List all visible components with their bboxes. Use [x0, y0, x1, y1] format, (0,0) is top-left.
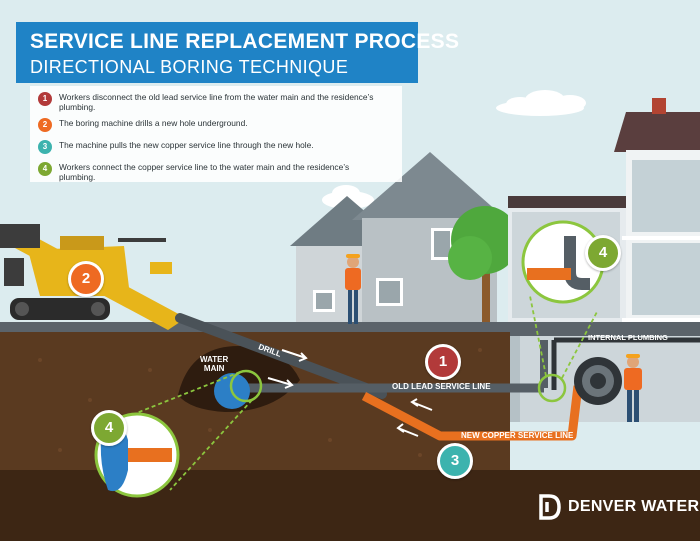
denver-water-logo-icon — [539, 494, 561, 520]
page-subtitle: DIRECTIONAL BORING TECHNIQUE — [30, 57, 349, 77]
zoom-house-connection — [521, 220, 605, 304]
direction-arrows — [267, 349, 433, 437]
step-number-badge: 4 — [38, 162, 52, 176]
step-badge-3: 3 — [437, 443, 473, 479]
cloud-icon — [496, 90, 586, 116]
step-number-badge: 3 — [38, 140, 52, 154]
list-item: 3 The machine pulls the new copper servi… — [38, 140, 377, 154]
step-text: The machine pulls the new copper service… — [59, 140, 314, 150]
step-number-badge: 2 — [38, 118, 52, 132]
drill-rod — [175, 313, 387, 399]
list-item: 2 The boring machine drills a new hole u… — [38, 118, 377, 132]
list-item: 1 Workers disconnect the old lead servic… — [38, 92, 377, 112]
steps-list: 1 Workers disconnect the old lead servic… — [30, 86, 402, 182]
new-copper-service-line — [361, 385, 583, 441]
worker-icon — [624, 354, 642, 422]
step-badge-4-house: 4 — [585, 235, 621, 271]
title-banner: SERVICE LINE REPLACEMENT PROCESS DIRECTI… — [16, 22, 459, 83]
step-number-badge: 1 — [38, 92, 52, 106]
internal-plumbing-label: INTERNAL PLUMBING — [588, 333, 668, 342]
step-text: Workers connect the copper service line … — [59, 162, 350, 182]
internal-plumbing — [537, 337, 700, 405]
old-lead-line-label: OLD LEAD SERVICE LINE — [392, 382, 491, 391]
step-text: The boring machine drills a new hole und… — [59, 118, 248, 128]
step-badge-4-main: 4 — [91, 410, 127, 446]
denver-water-logo: DENVER WATER — [538, 494, 699, 520]
list-item: 4 Workers connect the copper service lin… — [38, 162, 377, 182]
worker-icon — [345, 254, 361, 324]
page-title: SERVICE LINE REPLACEMENT PROCESS — [30, 30, 460, 53]
callout-leaders — [123, 295, 599, 491]
step-badge-1: 1 — [425, 344, 461, 380]
step-text: Workers disconnect the old lead service … — [59, 92, 374, 112]
step-badge-2: 2 — [68, 261, 104, 297]
tree-icon — [448, 206, 519, 322]
connection-highlight — [229, 369, 263, 403]
copper-line-label: NEW COPPER SERVICE LINE — [461, 431, 574, 440]
water-main-label: WATER MAIN — [200, 355, 229, 373]
logo-text: DENVER WATER — [568, 498, 700, 515]
